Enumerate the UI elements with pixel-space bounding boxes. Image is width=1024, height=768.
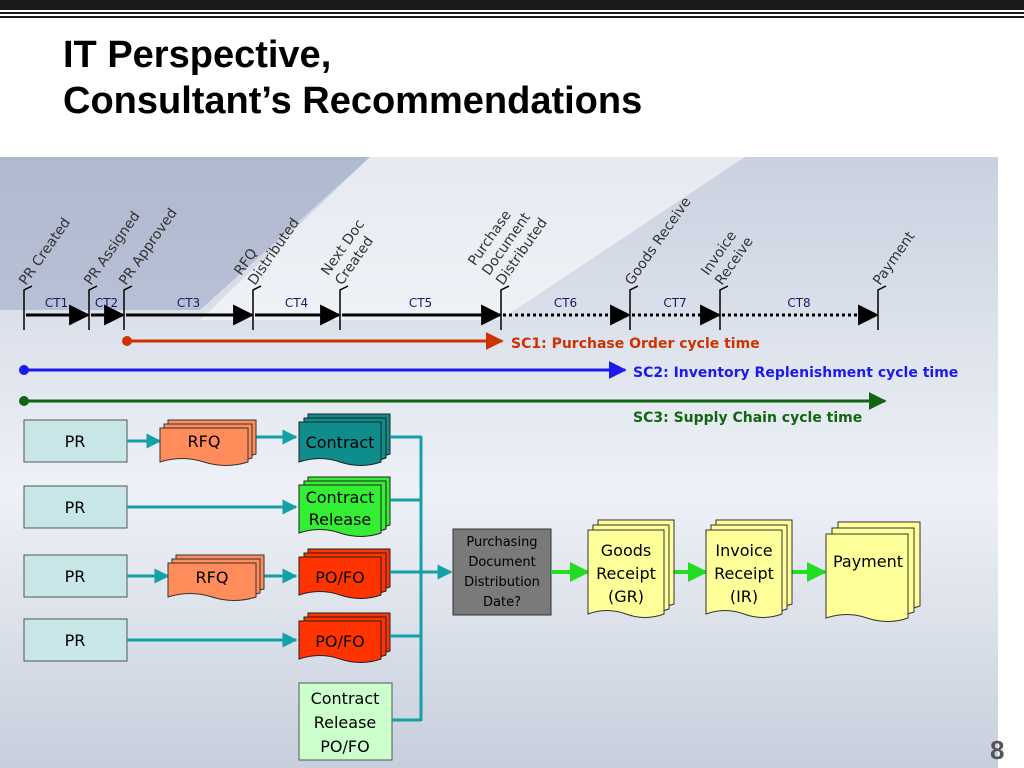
ct-label-8: CT8 bbox=[787, 296, 810, 310]
ct-label-3: CT3 bbox=[177, 296, 200, 310]
background-shade bbox=[0, 157, 370, 310]
top-border-bars bbox=[0, 0, 1024, 22]
contract-release-pofo-box: Contract Release PO/FO bbox=[298, 682, 393, 761]
pr-connectors bbox=[127, 429, 298, 648]
pofo-doc-2-label: PO/FO bbox=[315, 632, 364, 651]
contract-release-doc: Contract Release bbox=[298, 476, 391, 537]
top-bar-thin-2 bbox=[0, 16, 1024, 18]
invoice-receipt-line-1: Invoice bbox=[715, 541, 772, 560]
ct-label-7: CT7 bbox=[663, 296, 686, 310]
distribution-line-4: Date? bbox=[483, 595, 521, 610]
payment-doc: Payment bbox=[825, 521, 921, 622]
merge-connectors bbox=[390, 435, 453, 722]
pr-box-1 bbox=[23, 419, 128, 463]
invoice-receipt-line-2: Receipt bbox=[714, 564, 774, 583]
slide-title-line-1: IT Perspective, bbox=[63, 34, 332, 76]
goods-receipt-line-3: (GR) bbox=[608, 587, 644, 606]
pofo-doc-2: PO/FO bbox=[298, 612, 391, 663]
distribution-box: Purchasing Document Distribution Date? bbox=[452, 528, 552, 616]
contract-release-pofo-line-3: PO/FO bbox=[320, 737, 369, 756]
contract-release-line-1: Contract bbox=[306, 488, 375, 507]
payment-label: Payment bbox=[833, 552, 903, 571]
contract-doc-label: Contract bbox=[306, 433, 375, 452]
supply-chain-lines: SC1: Purchase Order cycle time SC2: Inve… bbox=[19, 332, 958, 426]
goods-receipt-line-1: Goods bbox=[601, 541, 651, 560]
distribution-line-2: Document bbox=[468, 555, 535, 570]
pofo-doc-1-label: PO/FO bbox=[315, 568, 364, 587]
contract-release-pofo-line-2: Release bbox=[314, 713, 377, 732]
rfq-doc-1-label: RFQ bbox=[188, 432, 221, 451]
invoice-receipt-line-3: (IR) bbox=[730, 587, 758, 606]
sc1-label: SC1: Purchase Order cycle time bbox=[511, 336, 760, 352]
pr-box-3-label: PR bbox=[65, 567, 86, 586]
ct-label-4: CT4 bbox=[285, 296, 308, 310]
ct-label-2: CT2 bbox=[95, 296, 118, 310]
rfq-doc-1: RFQ bbox=[159, 419, 257, 466]
cycle-time-row: CT1 CT2 CT3 CT4 CT5 CT6 CT7 CT8 bbox=[23, 285, 887, 330]
goods-receipt-doc: Goods Receipt (GR) bbox=[587, 519, 675, 618]
page-number: 8 bbox=[990, 735, 1005, 765]
sc3-label: SC3: Supply Chain cycle time bbox=[633, 410, 862, 426]
pr-box-4 bbox=[23, 618, 128, 662]
slide-title-line-2: Consultant’s Recommendations bbox=[63, 80, 643, 122]
pr-boxes: PR PR PR PR bbox=[23, 419, 128, 662]
contract-release-line-2: Release bbox=[309, 510, 372, 529]
background-highlight bbox=[200, 157, 745, 320]
pr-box-2 bbox=[23, 485, 128, 529]
rfq-doc-2-label: RFQ bbox=[196, 568, 229, 587]
sc2-label: SC2: Inventory Replenishment cycle time bbox=[633, 365, 958, 381]
contract-doc: Contract bbox=[298, 413, 391, 466]
slide-title: IT Perspective, Consultant’s Recommendat… bbox=[63, 32, 642, 124]
pr-box-2-label: PR bbox=[65, 498, 86, 517]
rfq-doc-2: RFQ bbox=[167, 554, 265, 601]
pofo-doc-1: PO/FO bbox=[298, 548, 391, 599]
top-bar-thick bbox=[0, 0, 1024, 10]
top-bar-thin-1 bbox=[0, 12, 1024, 14]
pr-box-4-label: PR bbox=[65, 631, 86, 650]
pr-box-3 bbox=[23, 554, 128, 598]
contract-release-pofo-line-1: Contract bbox=[311, 689, 380, 708]
distribution-line-3: Distribution bbox=[464, 575, 540, 590]
sc1-start-dot bbox=[122, 336, 132, 346]
goods-receipt-line-2: Receipt bbox=[596, 564, 656, 583]
pr-box-1-label: PR bbox=[65, 432, 86, 451]
invoice-receipt-doc: Invoice Receipt (IR) bbox=[705, 519, 793, 618]
ct-label-1: CT1 bbox=[45, 296, 68, 310]
ct-label-6: CT6 bbox=[554, 296, 577, 310]
sc2-start-dot bbox=[19, 365, 29, 375]
distribution-line-1: Purchasing bbox=[466, 535, 537, 550]
ct-label-5: CT5 bbox=[409, 296, 432, 310]
milestone-tick-1 bbox=[23, 285, 33, 330]
sc3-start-dot bbox=[19, 396, 29, 406]
